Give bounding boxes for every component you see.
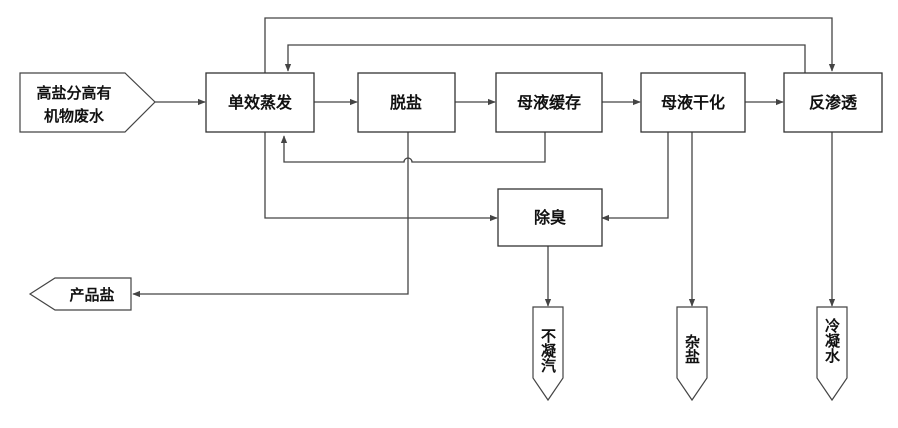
node-mother-liquor-buffer: 母液缓存 <box>495 72 603 133</box>
node-reverse-osmosis: 反渗透 <box>783 72 883 133</box>
arrow-reverse-osmosis-return-to-evaporation <box>284 44 806 73</box>
node-mother-liquor-drying: 母液干化 <box>640 72 746 133</box>
node-label-desalting: 脱盐 <box>390 93 422 112</box>
arrow-buffer-return-to-evaporation <box>280 132 546 163</box>
output-label-product-salt: 产品盐 <box>69 286 114 304</box>
output-label-non-condensable-gas: 不凝汽 <box>539 328 557 374</box>
arrow-drying-to-deodorization <box>601 132 669 222</box>
output-label-condensate-water: 冷凝水 <box>823 317 841 364</box>
output-product-salt: 产品盐 <box>28 277 132 311</box>
node-label-single-effect-evaporation: 单效蒸发 <box>228 93 293 112</box>
output-mixed-salt: 杂盐 <box>676 306 708 402</box>
node-label-reverse-osmosis: 反渗透 <box>809 93 858 112</box>
arrow-evaporation-top-loop-to-reverse-osmosis <box>264 17 836 73</box>
node-deodorization: 除臭 <box>497 188 603 247</box>
arrow-evaporation-to-deodorization <box>264 132 498 222</box>
node-desalting: 脱盐 <box>357 72 456 133</box>
node-single-effect-evaporation: 单效蒸发 <box>205 72 315 133</box>
output-label-mixed-salt: 杂盐 <box>683 333 701 364</box>
input-label-line-1: 高盐分高有 <box>36 84 111 102</box>
arrow-desalting-to-product-salt <box>132 132 409 298</box>
input-wastewater: 高盐分高有 机物废水 <box>19 72 156 133</box>
node-label-mother-liquor-drying: 母液干化 <box>661 93 725 112</box>
node-label-deodorization: 除臭 <box>534 208 566 227</box>
output-non-condensable-gas: 不凝汽 <box>532 306 564 402</box>
output-condensate-water: 冷凝水 <box>816 306 848 402</box>
node-label-mother-liquor-buffer: 母液缓存 <box>517 93 581 112</box>
input-label-line-2: 机物废水 <box>44 107 105 125</box>
